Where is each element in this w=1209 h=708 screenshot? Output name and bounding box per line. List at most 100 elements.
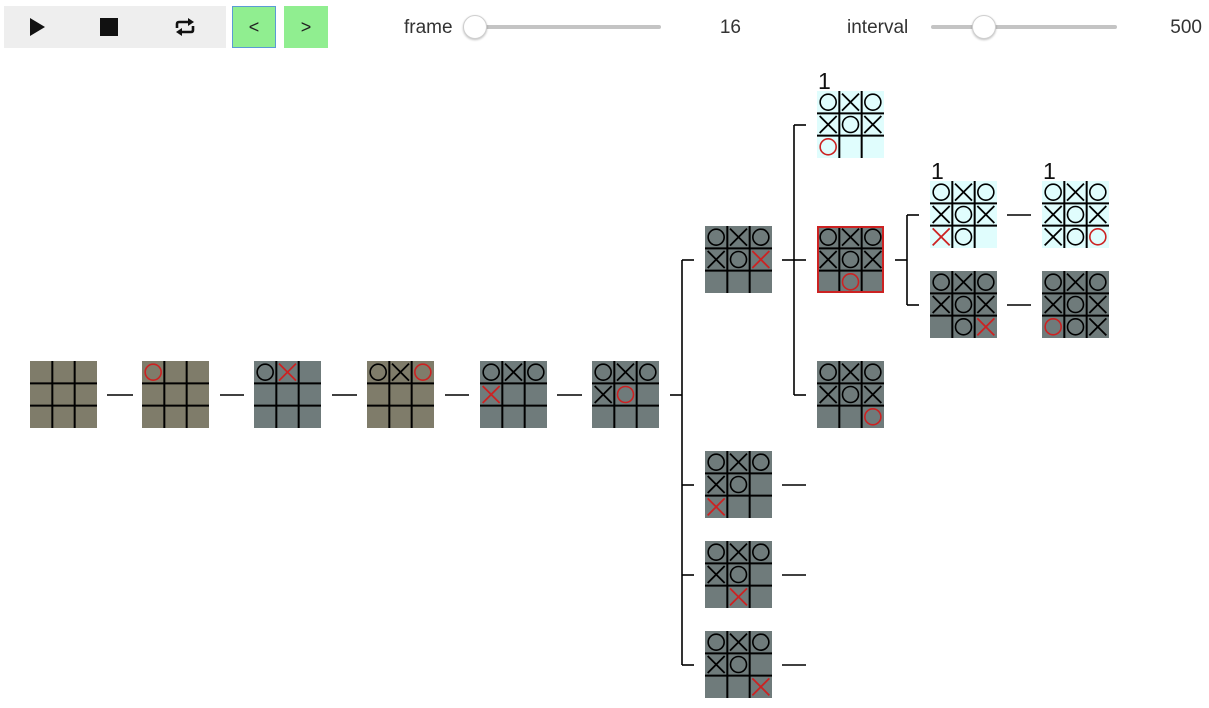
o-mark [1044,318,1062,336]
o-mark [864,363,882,381]
x-mark [863,250,882,269]
interval-value: 500 [1170,17,1202,38]
x-mark [729,587,748,606]
o-mark [819,138,837,156]
x-mark [1088,295,1107,314]
interval-slider-thumb[interactable] [971,15,996,39]
o-mark [954,295,973,314]
x-mark [594,385,613,404]
o-mark [729,565,748,584]
x-mark [819,250,838,269]
frame-slider-thumb[interactable] [463,15,487,39]
repeat-button[interactable] [152,6,218,48]
o-mark [1044,273,1062,291]
o-mark [707,453,725,471]
x-mark [819,385,838,404]
o-mark [482,363,500,381]
play-button[interactable] [4,6,70,48]
o-mark [752,453,770,471]
o-mark [616,385,635,404]
x-mark [616,363,635,382]
x-mark [482,385,501,404]
o-mark [729,475,748,494]
o-mark [819,93,837,111]
x-mark [707,475,726,494]
interval-slider[interactable] [931,14,1117,40]
o-mark [954,205,973,224]
current-frame-highlight [817,226,884,293]
o-mark [414,363,432,381]
o-mark [1066,205,1085,224]
board-node [254,361,321,428]
x-mark [278,363,297,382]
x-mark [707,497,726,516]
x-mark [863,115,882,134]
o-mark [707,543,725,561]
frame-slider[interactable] [463,14,661,40]
x-mark [976,205,995,224]
o-mark [594,363,612,381]
x-mark [729,453,748,472]
x-mark [707,250,726,269]
x-mark [1044,295,1063,314]
o-mark [841,115,860,134]
o-mark [819,228,837,246]
x-mark [751,250,770,269]
next-frame-button[interactable]: > [284,6,328,48]
stop-icon [100,18,118,36]
o-mark [864,408,882,426]
o-mark [819,363,837,381]
board-node [480,361,547,428]
frame-slider-track [463,25,661,29]
x-mark [932,227,951,246]
previous-frame-button[interactable]: < [232,6,276,48]
board-node: 1 [817,68,884,158]
frame-value: 16 [719,17,741,38]
o-mark [954,318,973,336]
animation-toolbar: < > frame 16 interval 500 [0,0,1209,56]
o-mark [707,633,725,651]
x-mark [932,295,951,314]
x-mark [1088,317,1107,336]
x-mark [391,363,410,382]
o-mark [864,228,882,246]
board-background [142,361,209,428]
x-mark [976,317,995,336]
o-mark [1044,183,1062,201]
board-node: 1 [1042,158,1109,248]
playback-button-group [4,6,226,48]
o-mark [752,228,770,246]
o-mark [729,250,748,269]
x-mark [954,183,973,202]
x-mark [707,565,726,584]
board-node [817,361,884,428]
board-node [705,226,772,293]
o-mark [752,543,770,561]
x-mark [819,115,838,134]
o-mark [977,273,995,291]
o-mark [707,228,725,246]
o-mark [1089,273,1107,291]
board-node [142,361,209,428]
o-mark [1089,183,1107,201]
x-mark [504,363,523,382]
x-mark [863,385,882,404]
stop-button[interactable] [76,6,142,48]
o-mark [1066,295,1085,314]
o-mark [841,385,860,404]
o-mark [639,363,657,381]
o-mark [752,633,770,651]
o-mark [369,363,387,381]
o-mark [841,250,860,269]
x-mark [932,205,951,224]
board-node [1042,271,1109,338]
play-icon [28,17,46,37]
o-mark [864,93,882,111]
board-node [705,631,772,698]
tree-edges [107,124,1031,666]
o-mark [144,363,162,381]
x-mark [707,655,726,674]
board-background [30,361,97,428]
o-mark [1066,318,1085,336]
